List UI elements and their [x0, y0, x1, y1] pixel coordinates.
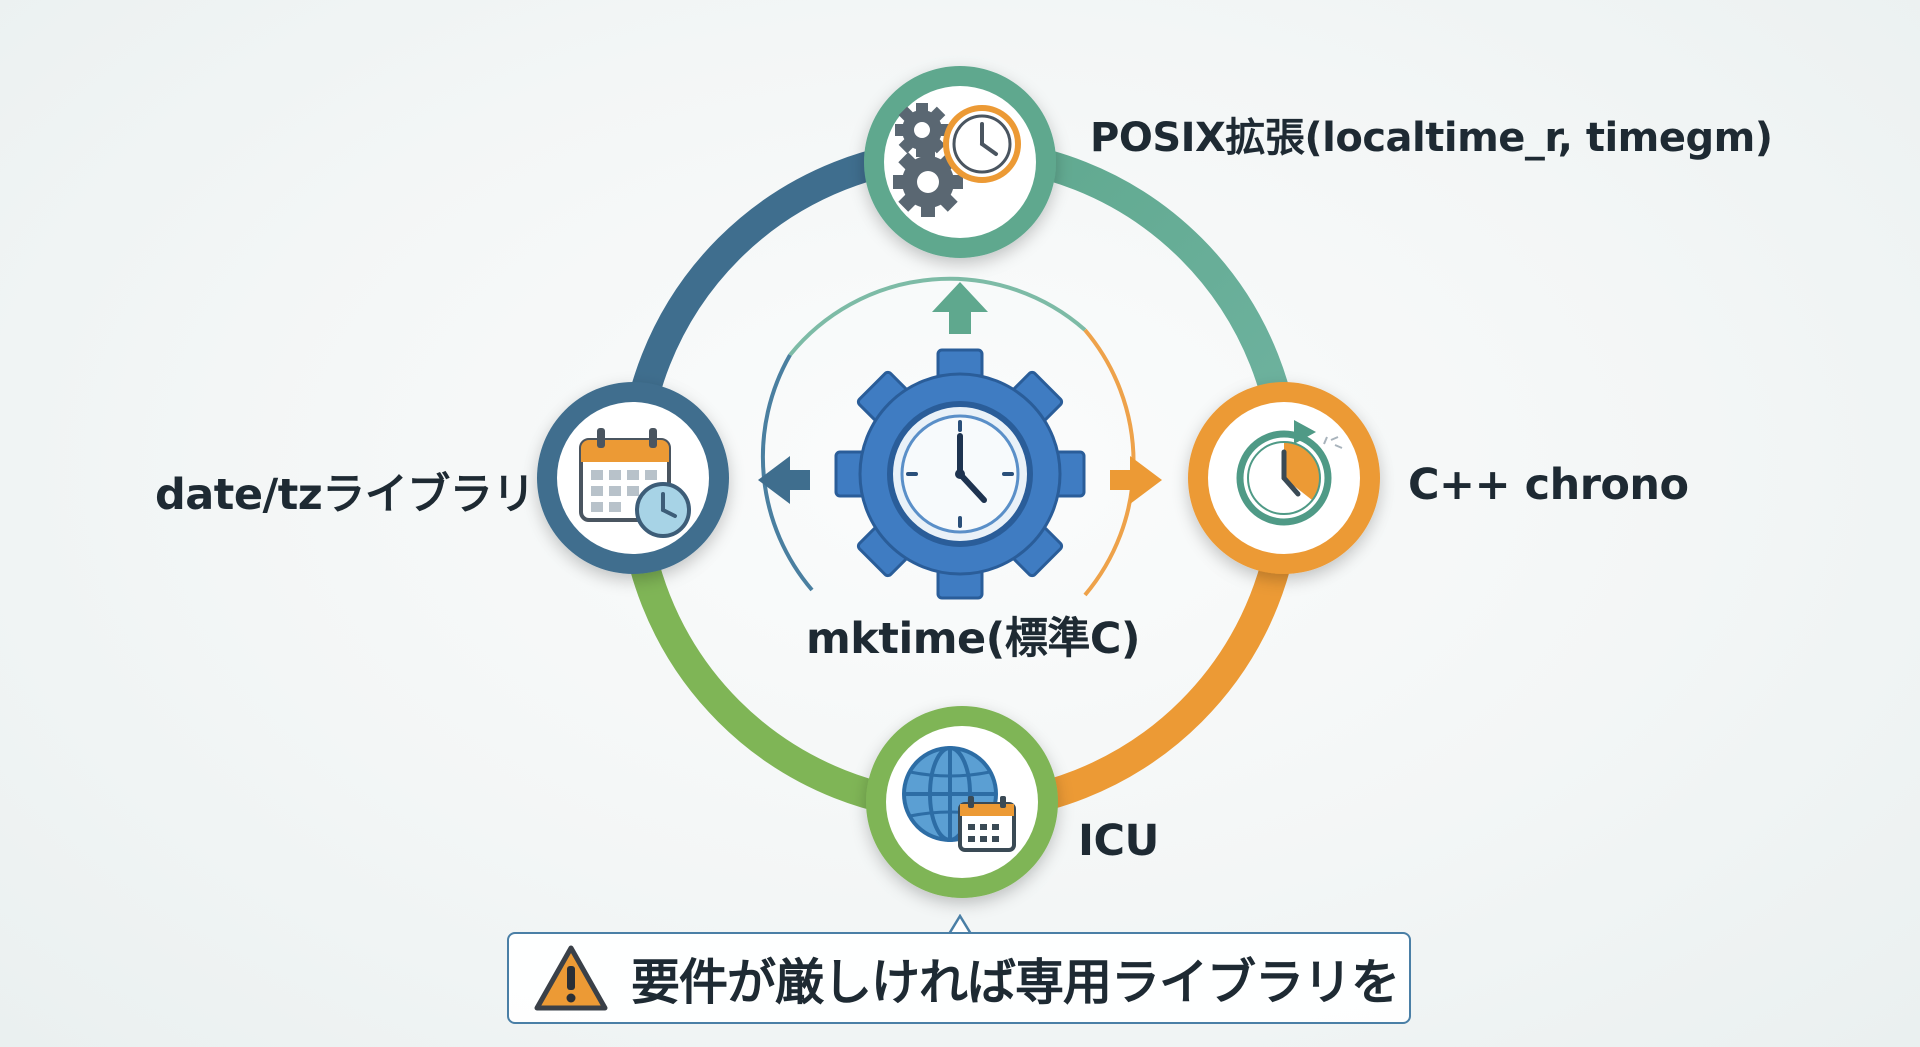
gears-clock-icon [893, 103, 1021, 217]
callout-text: 要件が厳しければ専用ライブラリを [631, 953, 1400, 1011]
node-top-label: POSIX拡張(localtime_r, timegm) [1090, 115, 1773, 161]
gear-clock-icon [834, 348, 1086, 600]
inner-arc-teal [788, 276, 1087, 357]
arrow-up [932, 282, 988, 334]
warning-icon [534, 945, 608, 1011]
node-right-label: C++ chrono [1408, 460, 1689, 510]
globe-calendar-icon [902, 746, 1016, 852]
clock-refresh-icon [1236, 420, 1343, 526]
node-bottom [866, 706, 1058, 898]
callout-box: 要件が厳しければ専用ライブラリを [507, 932, 1411, 1024]
calendar-clock-icon [579, 428, 691, 538]
center-label: mktime(標準C) [806, 614, 1141, 664]
arrow-left [758, 456, 810, 504]
node-top [864, 66, 1056, 258]
node-left [537, 382, 729, 574]
callout-pointer [947, 914, 973, 934]
node-right [1188, 382, 1380, 574]
arrow-right [1110, 456, 1162, 504]
inner-arc-orange [1083, 328, 1136, 597]
node-bottom-label: ICU [1078, 816, 1159, 866]
node-left-label: date/tzライブラリ [155, 470, 535, 520]
